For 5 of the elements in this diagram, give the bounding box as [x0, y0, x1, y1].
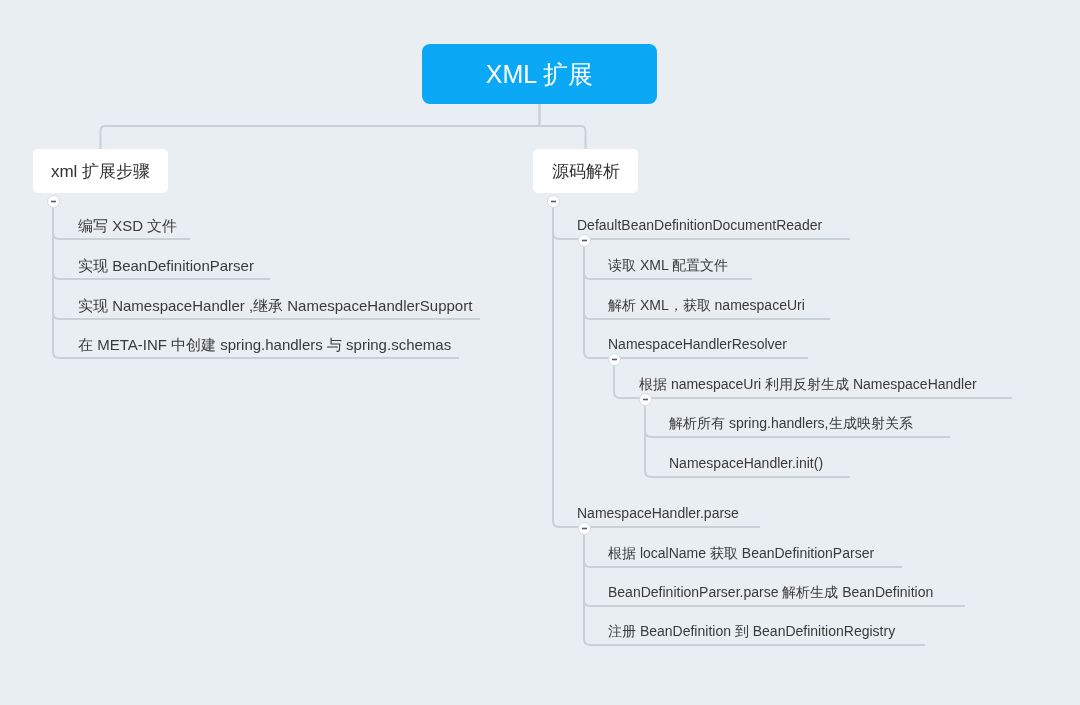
topic-box: xml 扩展步骤	[33, 149, 168, 208]
connector-line	[538, 103, 587, 150]
connector-line	[613, 365, 621, 399]
topic-box: XML 扩展	[422, 44, 657, 104]
topic-box: 源码解析	[533, 149, 638, 208]
